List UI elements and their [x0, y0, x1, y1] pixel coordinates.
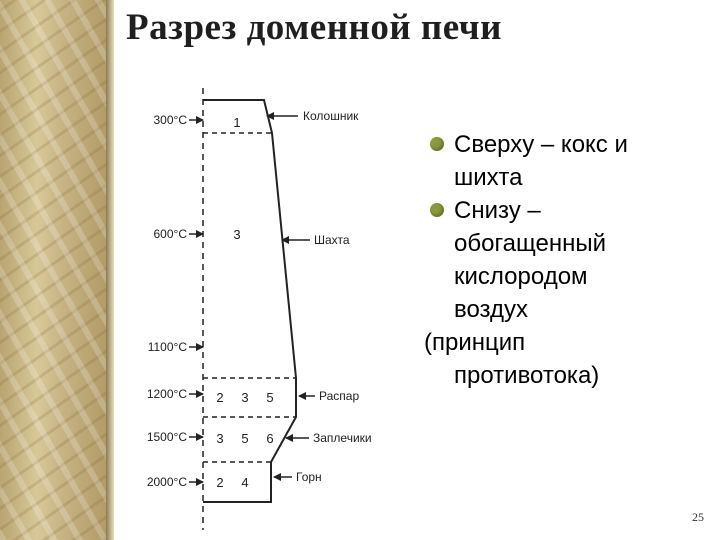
zone-label-belly: Распар	[319, 389, 359, 403]
temperature-label: 1200°C	[147, 387, 187, 401]
bullet-text: кислородом	[454, 263, 588, 290]
zone-label-throat: Колошник	[303, 109, 359, 123]
zone-number: 3	[241, 390, 248, 405]
zone-label-hearth: Горн	[296, 470, 322, 484]
marble-border	[0, 0, 106, 540]
zone-number: 5	[241, 431, 248, 446]
slide-title: Разрез доменной печи	[126, 7, 502, 48]
principle-note: (принцип противотока)	[424, 326, 716, 392]
bullet-list: Сверху – кокс и шихта Снизу – обогащенны…	[424, 128, 716, 392]
zone-number: 3	[216, 431, 223, 446]
bullet-dot-icon	[430, 137, 444, 151]
zone-number: 6	[266, 431, 273, 446]
temperature-label: 600°C	[154, 227, 188, 241]
bullet-text: воздух	[454, 296, 529, 323]
page-number: 25	[692, 510, 704, 524]
bullet-dot-icon	[430, 203, 444, 217]
zone-number: 2	[216, 475, 223, 490]
bullet-text: Снизу –	[454, 197, 541, 224]
note-text: противотока)	[454, 362, 600, 389]
temperature-label: 1100°C	[148, 340, 188, 354]
bullet-item-top: Сверху – кокс и шихта	[424, 128, 716, 194]
zone-number: 2	[216, 390, 223, 405]
blast-furnace-diagram: 300°C 600°C 1100°C 1200°C 1500°C 2000°C …	[147, 88, 372, 530]
zone-label-shaft: Шахта	[314, 233, 350, 247]
zone-number: 5	[266, 390, 273, 405]
zone-label-bosh: Заплечики	[313, 431, 372, 445]
zone-number: 3	[233, 227, 240, 242]
bullet-text: Сверху – кокс и	[454, 131, 628, 158]
note-text: (принцип	[424, 329, 526, 356]
temperature-label: 300°C	[154, 113, 188, 127]
bullet-text: шихта	[454, 164, 523, 191]
furnace-profile-outline	[203, 99, 297, 503]
zone-number: 4	[241, 475, 248, 490]
temperature-label: 1500°C	[147, 430, 187, 444]
marble-border-edge	[106, 0, 114, 540]
zone-number: 1	[233, 115, 240, 130]
temperature-label: 2000°C	[147, 475, 187, 489]
bullet-text: обогащенный	[454, 230, 607, 257]
bullet-item-bottom: Снизу – обогащенный кислородом воздух	[424, 194, 716, 326]
